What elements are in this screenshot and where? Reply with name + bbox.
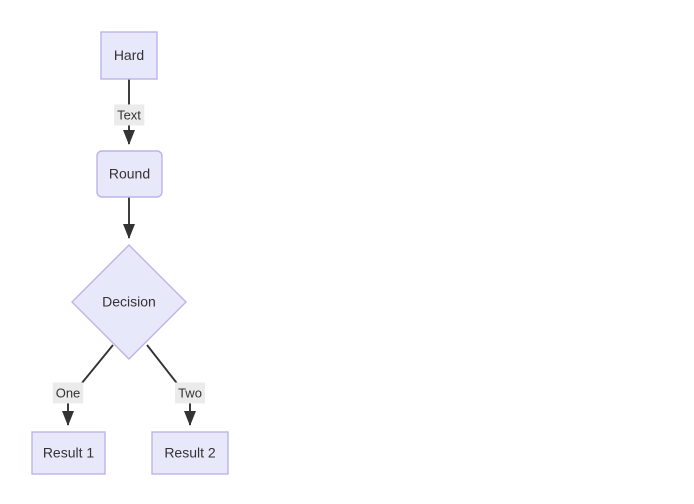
node-hard-shape[interactable]	[100, 31, 158, 80]
edge-label-two: Two	[175, 382, 205, 404]
node-decision-shape[interactable]	[71, 244, 187, 360]
edge-label-text-bg	[114, 104, 145, 126]
node-decision[interactable]: Decision	[71, 244, 187, 360]
node-round-shape[interactable]	[96, 150, 163, 198]
node-hard[interactable]: Hard	[100, 31, 158, 80]
edge-label-two-bg	[175, 382, 205, 404]
edge-label-text: Text	[114, 104, 145, 126]
node-round[interactable]: Round	[96, 150, 163, 198]
node-result1-shape[interactable]	[31, 431, 106, 475]
nodes-layer: Hard Round Decision Result 1 Result 2	[31, 31, 229, 475]
node-result1[interactable]: Result 1	[31, 431, 106, 475]
node-result2[interactable]: Result 2	[151, 431, 229, 475]
node-result2-shape[interactable]	[151, 431, 229, 475]
edge-label-one-bg	[52, 382, 84, 404]
edge-label-one: One	[52, 382, 84, 404]
